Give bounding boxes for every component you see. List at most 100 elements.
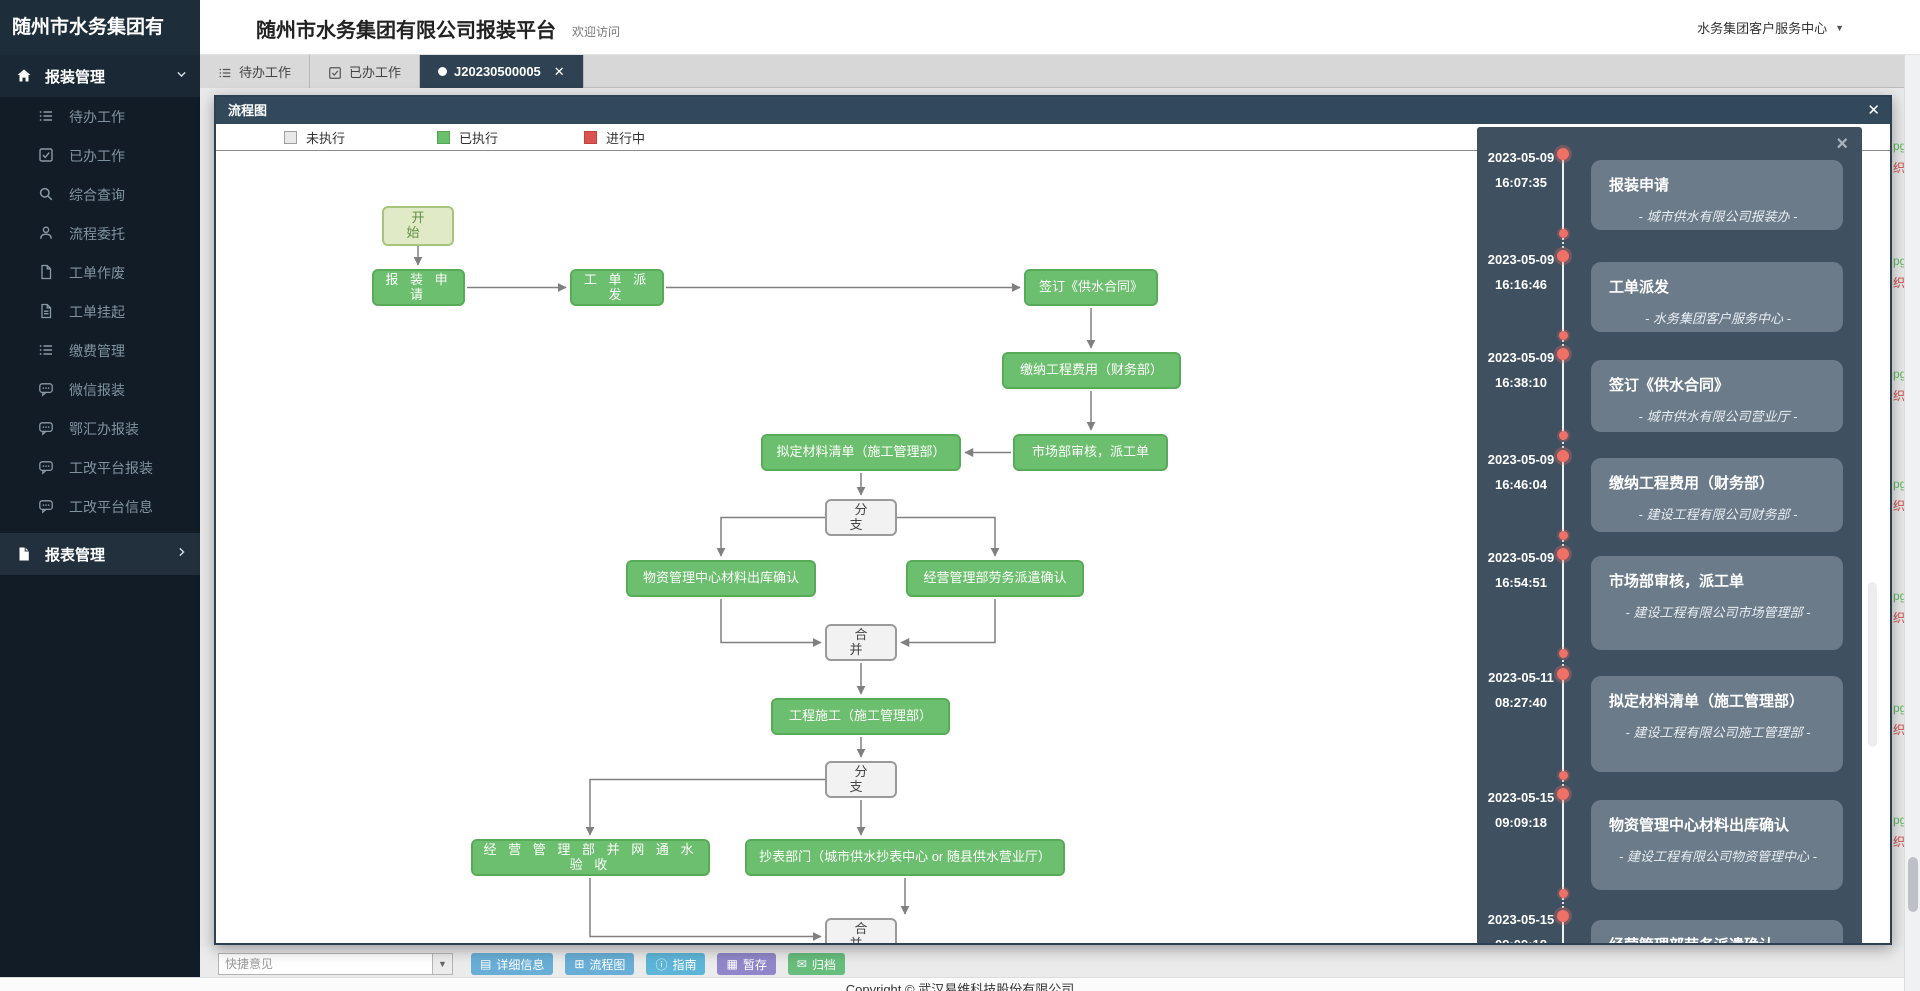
timeline-line <box>1562 456 1564 535</box>
user-icon <box>38 225 55 242</box>
flow-node-ndqd[interactable]: 拟定材料清单（施工管理部） <box>761 434 961 471</box>
sidebar-item-gaige-pingtai-xinxi[interactable]: 工改平台信息 <box>0 487 200 526</box>
sidebar-item-label: 微信报装 <box>69 381 125 398</box>
sidebar: 随州市水务集团有 报装管理待办工作已办工作综合查询流程委托工单作废工单挂起缴费管… <box>0 0 200 977</box>
sidebar-item-gongdan-guaqi[interactable]: 工单挂起 <box>0 292 200 331</box>
action-button-详细信息[interactable]: ▤详细信息 <box>471 953 554 975</box>
copyright-text: Copyright © 武汉易维科技股份有限公司 <box>845 982 1075 991</box>
button-icon: ▤ <box>480 957 492 971</box>
tab-close-icon[interactable]: ✕ <box>553 63 565 79</box>
sidebar-item-label: 工单作废 <box>69 264 125 281</box>
caret-down-icon: ▼ <box>1835 22 1844 33</box>
timeline-dot <box>1558 430 1568 440</box>
quick-opinion-select[interactable]: 快捷意见 ▼ <box>218 953 453 975</box>
timeline-card-title: 市场部审核，派工单 <box>1609 573 1745 590</box>
sidebar-item-gaige-pingtai-baozhuang[interactable]: 工改平台报装 <box>0 448 200 487</box>
list-icon <box>38 108 55 125</box>
modal-close-icon[interactable]: ✕ <box>1867 102 1880 119</box>
flow-node-gdpf[interactable]: 工 单 派 发 <box>570 269 664 306</box>
flow-node-hb2[interactable]: 合 并 <box>825 918 897 943</box>
home-icon <box>16 68 33 85</box>
flow-node-lwpq[interactable]: 经营管理部劳务派遣确认 <box>906 560 1084 597</box>
occluded-text-fragment: 织 <box>1893 499 1904 513</box>
sidebar-item-baozhuang-guanli[interactable]: 报装管理 <box>0 55 200 97</box>
sidebar-item-liucheng-weituo[interactable]: 流程委托 <box>0 214 200 253</box>
occluded-text-fragment: 织 <box>1893 161 1904 175</box>
flow-node-qdht[interactable]: 签订《供水合同》 <box>1024 269 1158 306</box>
vertical-scrollbar[interactable] <box>1904 55 1920 991</box>
timeline-line <box>1562 653 1564 674</box>
action-button-暂存[interactable]: ▦暂存 <box>717 953 776 975</box>
user-menu[interactable]: 水务集团客户服务中心 ▼ 水 <box>1697 0 1886 55</box>
comment-icon <box>38 498 55 515</box>
timeline-card[interactable]: 报装申请- 城市供水有限公司报装办 - <box>1591 160 1843 230</box>
timeline-dot <box>1558 648 1568 658</box>
sidebar-item-gongdan-zuofei[interactable]: 工单作废 <box>0 253 200 292</box>
flow-node-fz2[interactable]: 分 支 <box>825 761 897 798</box>
sidebar-item-label: 流程委托 <box>69 225 125 242</box>
occluded-text-fragment: 织 <box>1893 389 1904 403</box>
action-button-流程图[interactable]: ⊞流程图 <box>565 953 635 975</box>
flow-node-fz1[interactable]: 分 支 <box>825 499 897 536</box>
caret-down-icon[interactable]: ▼ <box>432 954 452 974</box>
sidebar-item-label: 待办工作 <box>69 108 125 125</box>
sidebar-item-weixin-baozhuang[interactable]: 微信报装 <box>0 370 200 409</box>
flow-node-bzsq[interactable]: 报 装 申 请 <box>372 269 465 306</box>
timeline-card-title: 缴纳工程费用（财务部） <box>1609 475 1775 492</box>
avatar[interactable]: 水 <box>1860 21 1877 39</box>
sidebar-item-label: 工改平台报装 <box>69 459 153 476</box>
timeline-card[interactable]: 缴纳工程费用（财务部） - 建设工程有限公司财务部 - <box>1591 458 1843 532</box>
button-icon: ⊞ <box>574 957 585 971</box>
timeline-line <box>1562 233 1564 256</box>
flow-node-scbsh[interactable]: 市场部审核，派工单 <box>1013 434 1168 471</box>
timeline-card[interactable]: 经营管理部劳务派遣确认 <box>1591 920 1843 943</box>
timeline-card[interactable]: 拟定材料清单（施工管理部）- 建设工程有限公司施工管理部 - <box>1591 676 1843 772</box>
timeline-card[interactable]: 物资管理中心材料出库确认- 建设工程有限公司物资管理中心 - <box>1591 800 1843 890</box>
timeline-card-title: 工单派发 <box>1609 279 1670 296</box>
check-icon <box>38 147 55 164</box>
timeline-card[interactable]: 工单派发 - 水务集团客户服务中心 - <box>1591 262 1843 332</box>
timeline-card-org: - 建设工程有限公司财务部 - <box>1638 507 1798 522</box>
timeline-dot <box>1557 348 1569 360</box>
timeline-line <box>1562 535 1564 554</box>
flow-node-wzck[interactable]: 物资管理中心材料出库确认 <box>626 560 816 597</box>
chevron-right-icon <box>175 546 188 563</box>
sidebar-item-zonghe-chaxun[interactable]: 综合查询 <box>0 175 200 214</box>
welcome-text: 欢迎访问 <box>572 25 621 39</box>
panel-close-icon[interactable]: × <box>1836 133 1848 155</box>
timeline-card[interactable]: 签订《供水合同》- 城市供水有限公司营业厅 - <box>1591 360 1843 432</box>
button-icon: ✉ <box>796 957 807 971</box>
flow-node-bwys[interactable]: 经 营 管 理 部 并 网 通 水 验 收 <box>471 839 710 876</box>
tab-已办工作[interactable]: 已办工作 <box>310 55 421 88</box>
tab-J20230500005[interactable]: J20230500005✕ <box>420 55 584 88</box>
sidebar-item-daiban-gongzuo[interactable]: 待办工作 <box>0 97 200 136</box>
sidebar-item-jiaofei-guanli[interactable]: 缴费管理 <box>0 331 200 370</box>
sidebar-item-label: 综合查询 <box>69 186 125 203</box>
modal-title: 流程图 <box>228 103 268 118</box>
timeline-card-org: - 水务集团客户服务中心 - <box>1645 311 1791 326</box>
flow-node-cbbm[interactable]: 抄表部门（城市供水抄表中心 or 随县供水营业厅） <box>745 839 1065 876</box>
flow-node-gcsg[interactable]: 工程施工（施工管理部） <box>771 698 950 735</box>
modal-title-bar[interactable]: 流程图 ✕ <box>216 97 1890 124</box>
scrollbar-thumb[interactable] <box>1908 857 1918 912</box>
flow-node-start[interactable]: 开 始 <box>382 206 454 246</box>
sidebar-item-baobiao-guanli[interactable]: 报表管理 <box>0 533 200 575</box>
timeline-line <box>1562 435 1564 456</box>
page-footer: Copyright © 武汉易维科技股份有限公司 <box>0 977 1920 991</box>
timeline-line <box>1562 775 1564 794</box>
flow-node-jnfy[interactable]: 缴纳工程费用（财务部） <box>1002 352 1181 389</box>
tab-待办工作[interactable]: 待办工作 <box>200 55 311 88</box>
modal-scrollbar-thumb[interactable] <box>1868 582 1877 747</box>
sidebar-item-ehuiban-baozhuang[interactable]: 鄂汇办报装 <box>0 409 200 448</box>
occluded-text-fragment: 织 <box>1893 611 1904 625</box>
flow-node-hb1[interactable]: 合 并 <box>825 624 897 661</box>
sidebar-item-yiban-gongzuo[interactable]: 已办工作 <box>0 136 200 175</box>
timeline-card[interactable]: 市场部审核，派工单- 建设工程有限公司市场管理部 - <box>1591 556 1843 650</box>
action-button-归档[interactable]: ✉归档 <box>787 953 845 975</box>
